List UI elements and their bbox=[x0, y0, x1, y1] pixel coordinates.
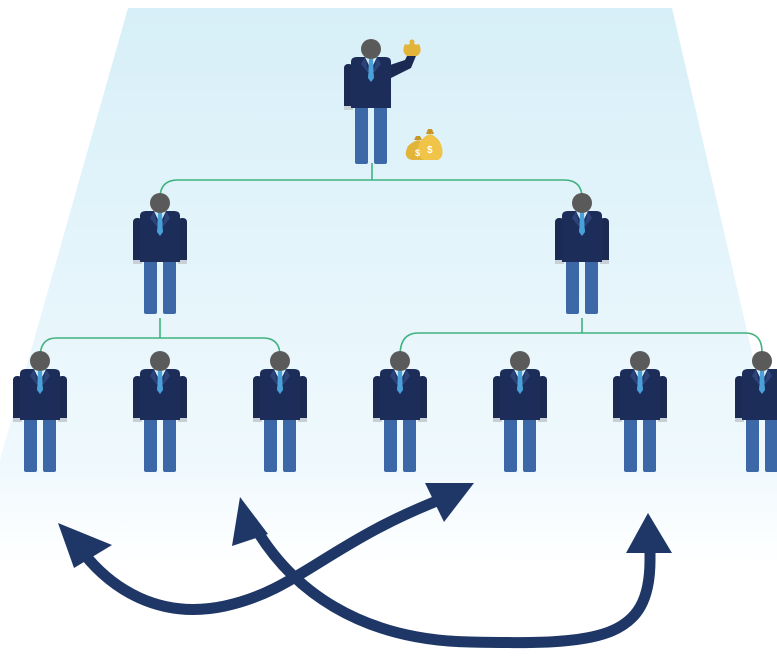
pyramid-backdrop bbox=[0, 8, 777, 560]
connector-level-1 bbox=[159, 179, 583, 199]
hierarchy-connectors bbox=[39, 163, 763, 359]
curved-arrow-icon bbox=[246, 516, 656, 649]
arrowhead-left bbox=[58, 523, 112, 568]
connector-left-branch bbox=[39, 337, 281, 359]
arrowhead-upper-left bbox=[232, 497, 268, 546]
money-bags-icon: $ $ bbox=[405, 129, 443, 160]
svg-text:$: $ bbox=[427, 145, 433, 156]
root-businessman-icon bbox=[344, 39, 421, 164]
hand-money-bag-icon bbox=[403, 39, 421, 56]
curved-arrows bbox=[58, 483, 672, 649]
connector-right-branch bbox=[399, 332, 763, 357]
curved-arrow-icon bbox=[72, 488, 461, 615]
svg-text:$: $ bbox=[415, 148, 420, 158]
arrowhead-top-right bbox=[425, 483, 474, 522]
arrowhead-right bbox=[626, 513, 672, 553]
